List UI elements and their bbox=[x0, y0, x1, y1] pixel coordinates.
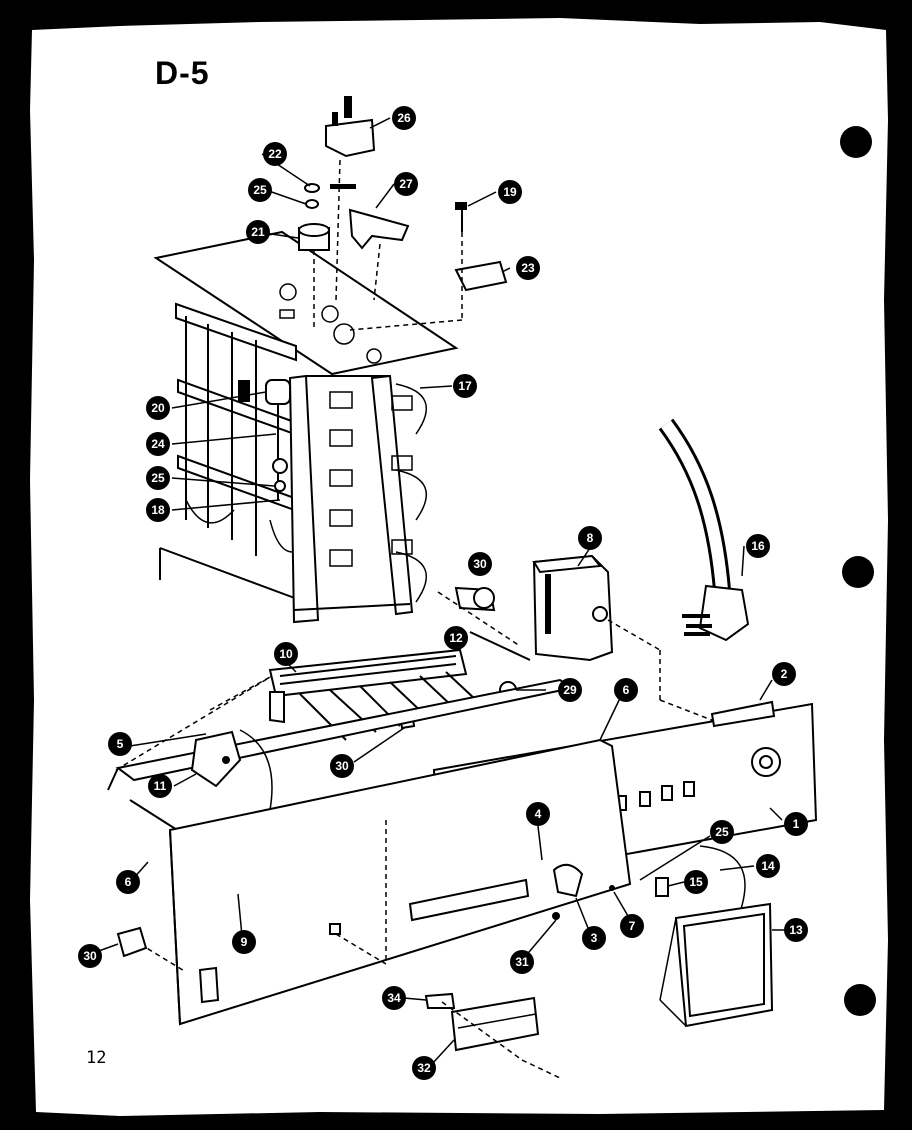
callout-9: 9 bbox=[232, 930, 256, 954]
callout-2: 2 bbox=[772, 662, 796, 686]
callout-31: 31 bbox=[510, 950, 534, 974]
callout-1: 1 bbox=[784, 812, 808, 836]
binder-holes bbox=[840, 126, 876, 1016]
callout-5: 5 bbox=[108, 732, 132, 756]
svg-text:9: 9 bbox=[241, 935, 248, 949]
callout-29: 29 bbox=[558, 678, 582, 702]
svg-text:19: 19 bbox=[503, 185, 517, 199]
callout-15: 15 bbox=[684, 870, 708, 894]
callout-7: 7 bbox=[620, 914, 644, 938]
power-cord bbox=[658, 418, 750, 642]
svg-text:30: 30 bbox=[473, 557, 487, 571]
callout-17: 17 bbox=[453, 374, 477, 398]
svg-text:21: 21 bbox=[251, 225, 265, 239]
svg-text:29: 29 bbox=[563, 683, 577, 697]
svg-text:13: 13 bbox=[789, 923, 803, 937]
callout-16: 16 bbox=[746, 534, 770, 558]
svg-text:4: 4 bbox=[535, 807, 542, 821]
svg-text:17: 17 bbox=[458, 379, 472, 393]
svg-text:25: 25 bbox=[151, 471, 165, 485]
callout-25: 25 bbox=[248, 178, 272, 202]
callout-22: 22 bbox=[263, 142, 287, 166]
svg-text:11: 11 bbox=[154, 779, 167, 793]
svg-text:10: 10 bbox=[279, 647, 293, 661]
callout-27: 27 bbox=[394, 172, 418, 196]
callout-6b: 6 bbox=[116, 870, 140, 894]
svg-text:15: 15 bbox=[689, 875, 703, 889]
svg-text:25: 25 bbox=[253, 183, 267, 197]
callout-30a: 30 bbox=[468, 552, 492, 576]
callout-12: 12 bbox=[444, 626, 468, 650]
svg-text:23: 23 bbox=[521, 261, 535, 275]
callout-11: 11 bbox=[148, 774, 172, 798]
control-housing bbox=[139, 738, 632, 1026]
small-parts bbox=[116, 700, 776, 1079]
svg-text:31: 31 bbox=[515, 955, 529, 969]
callout-3: 3 bbox=[582, 926, 606, 950]
callout-26: 26 bbox=[392, 106, 416, 130]
callout-23: 23 bbox=[516, 256, 540, 280]
diagram-title: D-5 bbox=[155, 55, 210, 91]
top-parts bbox=[298, 96, 508, 331]
callout-18: 18 bbox=[146, 498, 170, 522]
svg-text:2: 2 bbox=[781, 667, 788, 681]
callout-14: 14 bbox=[756, 854, 780, 878]
callout-30b: 30 bbox=[330, 754, 354, 778]
svg-text:34: 34 bbox=[387, 991, 401, 1005]
svg-text:27: 27 bbox=[399, 177, 413, 191]
svg-text:5: 5 bbox=[117, 737, 124, 751]
callout-30c: 30 bbox=[78, 944, 102, 968]
callout-10: 10 bbox=[274, 642, 298, 666]
svg-text:12: 12 bbox=[449, 631, 463, 645]
svg-text:6: 6 bbox=[125, 875, 132, 889]
timer-assembly bbox=[437, 554, 723, 725]
svg-text:20: 20 bbox=[151, 401, 165, 415]
svg-text:3: 3 bbox=[591, 931, 598, 945]
front-frame bbox=[288, 374, 427, 624]
motor bbox=[190, 729, 273, 811]
svg-text:1: 1 bbox=[793, 817, 800, 831]
svg-text:16: 16 bbox=[751, 539, 765, 553]
callout-32: 32 bbox=[412, 1056, 436, 1080]
callout-21: 21 bbox=[246, 220, 270, 244]
svg-text:24: 24 bbox=[151, 437, 165, 451]
callout-25c: 25 bbox=[710, 820, 734, 844]
svg-text:32: 32 bbox=[417, 1061, 431, 1075]
svg-text:30: 30 bbox=[335, 759, 349, 773]
svg-text:26: 26 bbox=[397, 111, 411, 125]
svg-text:6: 6 bbox=[623, 683, 630, 697]
callout-4: 4 bbox=[526, 802, 550, 826]
callout-8: 8 bbox=[578, 526, 602, 550]
svg-text:22: 22 bbox=[268, 147, 282, 161]
svg-text:18: 18 bbox=[151, 503, 165, 517]
callout-34: 34 bbox=[382, 986, 406, 1010]
callout-bubbles: 26 22 27 25 19 21 23 17 20 24 25 18 16 8… bbox=[78, 106, 808, 1080]
callout-25b: 25 bbox=[146, 466, 170, 490]
callout-20: 20 bbox=[146, 396, 170, 420]
page-number: 12 bbox=[86, 1048, 107, 1068]
callout-24: 24 bbox=[146, 432, 170, 456]
svg-text:30: 30 bbox=[83, 949, 97, 963]
callout-19: 19 bbox=[498, 180, 522, 204]
callout-13: 13 bbox=[784, 918, 808, 942]
leader-lines bbox=[95, 117, 784, 1065]
callout-6a: 6 bbox=[614, 678, 638, 702]
svg-text:25: 25 bbox=[715, 825, 729, 839]
svg-text:8: 8 bbox=[587, 531, 594, 545]
svg-text:14: 14 bbox=[761, 859, 775, 873]
svg-text:7: 7 bbox=[629, 919, 636, 933]
top-plate bbox=[153, 230, 459, 376]
